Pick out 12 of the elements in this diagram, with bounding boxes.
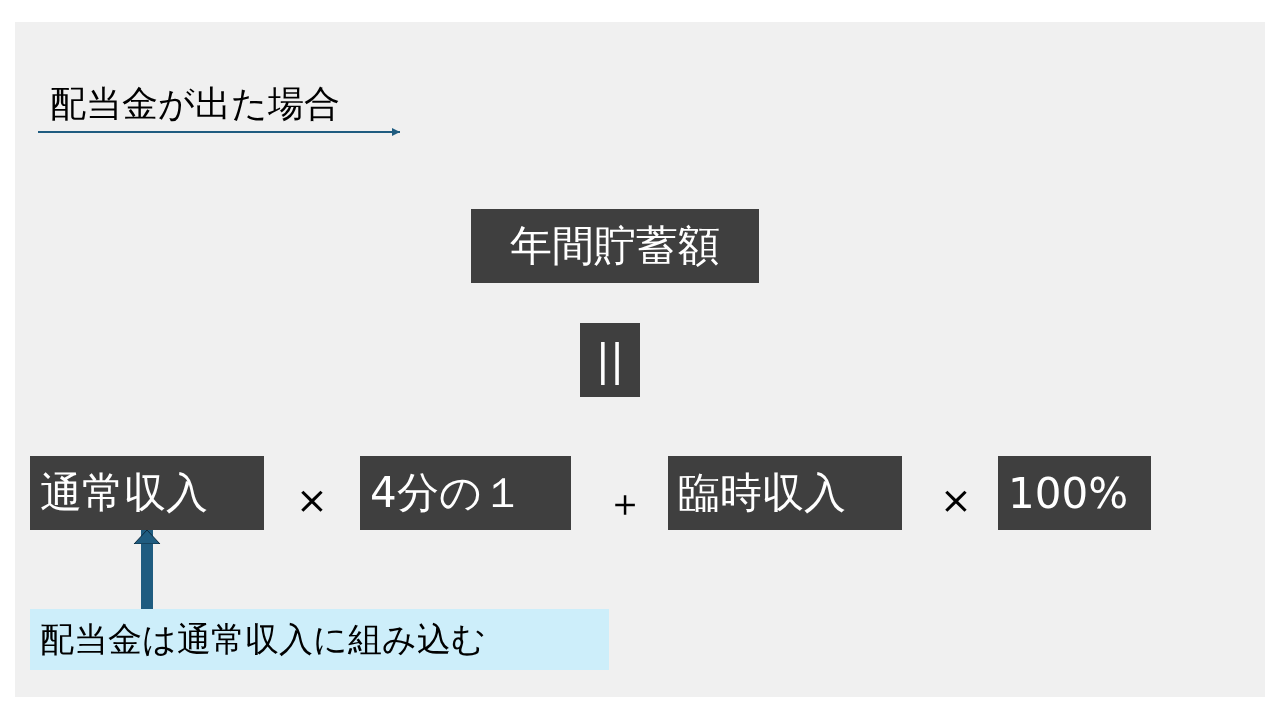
block-arrow [133,529,161,609]
term-box: 通常収入 [30,456,264,530]
result-box: 年間貯蓄額 [471,209,759,283]
equals-box: || [580,323,640,397]
operator-sign: ＋ [606,480,644,527]
heading: 配当金が出た場合 [50,82,340,126]
term-box: 100% [998,456,1151,530]
term-box: 臨時収入 [668,456,902,530]
term-box: 4分の１ [360,456,571,530]
note-box: 配当金は通常収入に組み込む [30,609,609,670]
operator-sign: × [296,478,328,522]
operator-sign: × [940,478,972,522]
